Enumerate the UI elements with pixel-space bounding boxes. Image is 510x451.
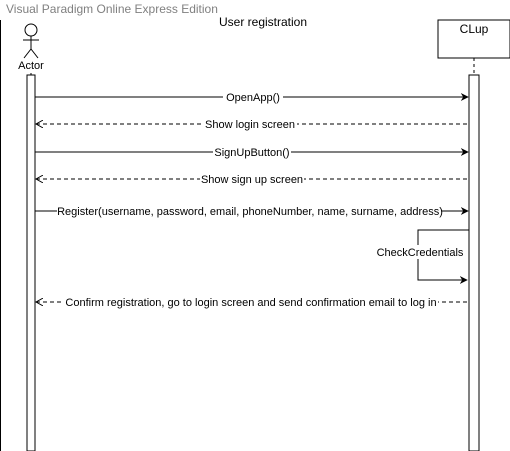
message-openapp[interactable]: OpenApp()	[35, 90, 469, 104]
message-label: Register(username, password, email, phon…	[57, 206, 443, 218]
message-label: CheckCredentials	[377, 247, 464, 259]
message-label: OpenApp()	[226, 92, 280, 104]
diagram-title: User registration	[219, 15, 307, 29]
system-head-box[interactable]	[437, 19, 510, 59]
message-confirm-registration[interactable]: Confirm registration, go to login screen…	[36, 295, 469, 309]
message-label: Show login screen	[205, 119, 295, 131]
actor-figure[interactable]	[23, 23, 39, 59]
message-label: Show sign up screen	[201, 174, 303, 186]
actor-activation-bar	[26, 74, 36, 451]
message-show-sign-up-screen[interactable]: Show sign up screen	[36, 172, 469, 186]
message-signupbutton[interactable]: SignUpButton()	[35, 145, 469, 159]
message-checkcredentials[interactable]: CheckCredentials	[376, 229, 469, 284]
message-register[interactable]: Register(username, password, email, phon…	[35, 204, 469, 218]
message-label: SignUpButton()	[214, 147, 289, 159]
actor-label: Actor	[18, 60, 44, 72]
message-label: Confirm registration, go to login screen…	[65, 297, 436, 309]
system-label: CLup	[460, 22, 489, 36]
message-show-login-screen[interactable]: Show login screen	[36, 117, 469, 131]
system-activation-bar	[468, 74, 480, 451]
watermark-text: Visual Paradigm Online Express Edition	[6, 2, 218, 16]
